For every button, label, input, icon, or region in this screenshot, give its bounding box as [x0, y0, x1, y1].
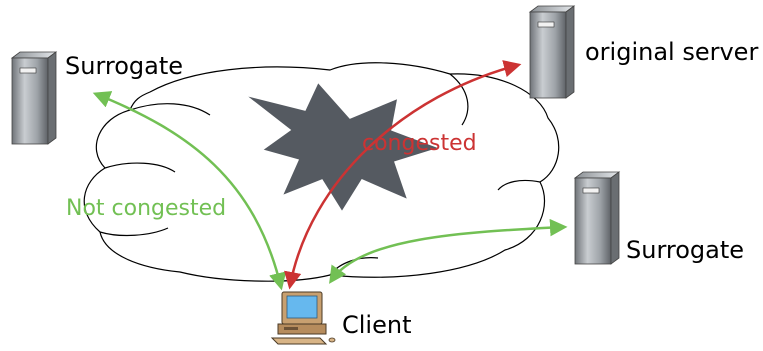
server-icon	[10, 51, 58, 145]
congested-label: congested	[362, 131, 477, 156]
server-icon	[573, 171, 621, 265]
not-congested-link	[92, 91, 287, 291]
surrogate-right-link	[329, 218, 568, 284]
computer-icon	[270, 291, 336, 345]
congested-link	[284, 60, 522, 290]
surrogate-right-label: Surrogate	[626, 236, 745, 264]
server-icon	[528, 5, 576, 99]
surrogate-left-label: Surrogate	[65, 52, 184, 80]
not-congested-label: Not congested	[66, 196, 227, 221]
client-label: Client	[342, 311, 412, 339]
original-server-label: original server	[585, 38, 759, 66]
